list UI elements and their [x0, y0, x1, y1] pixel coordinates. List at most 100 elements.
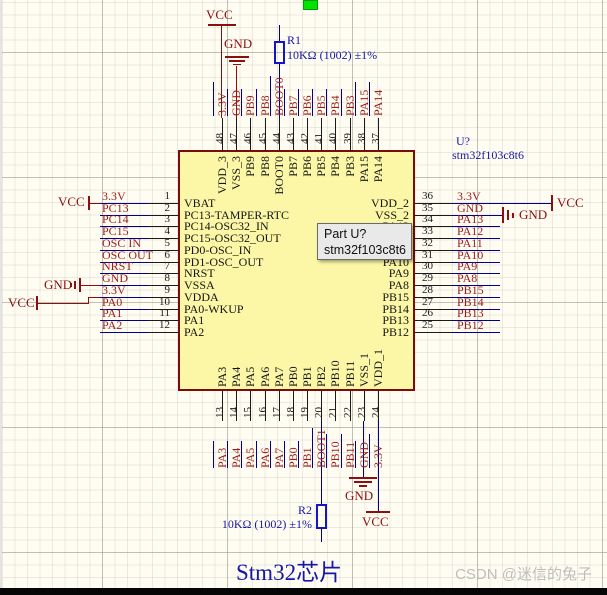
wire-left[interactable]	[100, 273, 148, 274]
net-underline[interactable]	[241, 440, 242, 468]
gnd-port-pin23-label[interactable]: GND	[345, 488, 374, 503]
net-label[interactable]: GND	[102, 271, 128, 285]
wire-left[interactable]	[100, 238, 148, 239]
net-label[interactable]: PB13	[457, 306, 484, 320]
net-label[interactable]: OSC OUT	[102, 248, 154, 262]
net-underline[interactable]	[312, 88, 313, 116]
sheet-title[interactable]: Stm32芯片	[236, 560, 343, 585]
wire-left[interactable]	[100, 285, 148, 286]
resistor-r1-ref[interactable]: R1	[287, 33, 302, 47]
net-label[interactable]: PB12	[457, 318, 484, 332]
net-underline[interactable]	[213, 82, 214, 116]
net-underline[interactable]	[284, 440, 285, 468]
net-underline[interactable]	[213, 440, 214, 468]
net-label[interactable]: PA9	[457, 259, 478, 273]
net-label[interactable]: GND	[457, 201, 483, 215]
wire-left[interactable]	[100, 203, 148, 204]
vcc-port-pin1-label[interactable]: VCC	[58, 194, 85, 209]
net-label[interactable]: PA1	[102, 306, 123, 320]
net-label[interactable]: OSC IN	[102, 236, 142, 250]
wire-left[interactable]	[100, 332, 148, 333]
wire[interactable]	[321, 421, 322, 504]
chip-designator[interactable]: U?	[456, 134, 470, 148]
wire[interactable]	[500, 215, 502, 216]
net-underline[interactable]	[326, 88, 327, 116]
net-label[interactable]: PA12	[457, 224, 484, 238]
net-underline[interactable]	[355, 440, 356, 468]
chip-body-stm32[interactable]	[178, 150, 415, 391]
net-underline[interactable]	[326, 434, 327, 468]
net-underline[interactable]	[270, 75, 271, 116]
net-underline[interactable]	[369, 434, 370, 468]
resistor-r2-body[interactable]	[316, 504, 327, 529]
gnd-port-pin8-label[interactable]: GND	[44, 277, 73, 292]
net-label[interactable]: PA11	[457, 236, 483, 250]
wire-left[interactable]	[100, 262, 148, 263]
net-underline[interactable]	[312, 427, 313, 468]
net-label[interactable]: PC14	[102, 212, 129, 226]
net-underline[interactable]	[341, 434, 342, 468]
wire-right[interactable]	[452, 320, 500, 321]
net-underline[interactable]	[256, 440, 257, 468]
net-label[interactable]: 3.3V	[457, 189, 481, 203]
vcc-port-top-label[interactable]: VCC	[206, 7, 233, 22]
net-underline[interactable]	[227, 88, 228, 116]
vcc-port-pin24-label[interactable]: VCC	[362, 514, 389, 529]
vcc-port-pin36-label[interactable]: VCC	[557, 195, 584, 210]
wire-right[interactable]	[452, 250, 500, 251]
net-underline[interactable]	[256, 88, 257, 116]
gnd-port-top-label[interactable]: GND	[224, 36, 253, 51]
net-label[interactable]: PA10	[457, 248, 484, 262]
gnd-port-pin35-label[interactable]: GND	[519, 207, 548, 222]
net-label[interactable]: 3.3V	[371, 444, 385, 468]
net-underline[interactable]	[241, 88, 242, 116]
net-underline[interactable]	[298, 440, 299, 468]
wire-right[interactable]	[452, 285, 500, 286]
wire-right[interactable]	[452, 215, 500, 216]
net-label[interactable]: PA2	[102, 318, 123, 332]
wire-right[interactable]	[452, 203, 500, 204]
wire[interactable]	[378, 421, 379, 511]
net-label[interactable]: PA14	[371, 89, 385, 116]
wire[interactable]	[363, 421, 364, 477]
wire[interactable]	[321, 529, 322, 542]
net-underline[interactable]	[227, 440, 228, 468]
wire-left[interactable]	[100, 226, 148, 227]
wire-right[interactable]	[452, 262, 500, 263]
wire[interactable]	[279, 25, 280, 41]
wire[interactable]	[500, 203, 551, 204]
vcc-port-pin9-label[interactable]: VCC	[8, 295, 35, 310]
chip-model[interactable]: stm32f103c8t6	[452, 148, 524, 162]
net-label[interactable]: NRST	[102, 259, 133, 273]
net-underline[interactable]	[369, 82, 370, 116]
wire-left[interactable]	[100, 320, 148, 321]
wire-right[interactable]	[452, 332, 500, 333]
net-underline[interactable]	[341, 88, 342, 116]
wire-right[interactable]	[452, 309, 500, 310]
wire-right[interactable]	[452, 273, 500, 274]
net-label[interactable]: 3.3V	[102, 189, 126, 203]
net-label[interactable]: PC13	[102, 201, 129, 215]
net-label[interactable]: PC15	[102, 224, 129, 238]
wire-left[interactable]	[100, 215, 148, 216]
resistor-r1-value[interactable]: 10KΩ (1002) ±1%	[287, 48, 378, 62]
wire-right[interactable]	[452, 226, 500, 227]
net-label[interactable]: PB14	[457, 295, 484, 309]
net-label[interactable]: PA13	[457, 212, 484, 226]
resistor-r2-value[interactable]: 10KΩ (1002) ±1%	[221, 517, 312, 531]
wire-left[interactable]	[100, 250, 148, 251]
net-underline[interactable]	[270, 440, 271, 468]
wire-left[interactable]	[100, 297, 148, 298]
net-label[interactable]: PA8	[457, 271, 478, 285]
net-label[interactable]: 3.3V	[102, 283, 126, 297]
wire[interactable]	[279, 64, 280, 118]
net-underline[interactable]	[284, 88, 285, 116]
net-underline[interactable]	[355, 82, 356, 116]
net-underline[interactable]	[298, 88, 299, 116]
resistor-r1-body[interactable]	[274, 41, 285, 64]
resistor-r2-ref[interactable]: R2	[297, 503, 312, 517]
net-label[interactable]: PA0	[102, 295, 123, 309]
wire-right[interactable]	[452, 238, 500, 239]
net-label[interactable]: PB15	[457, 283, 484, 297]
wire-right[interactable]	[452, 297, 500, 298]
